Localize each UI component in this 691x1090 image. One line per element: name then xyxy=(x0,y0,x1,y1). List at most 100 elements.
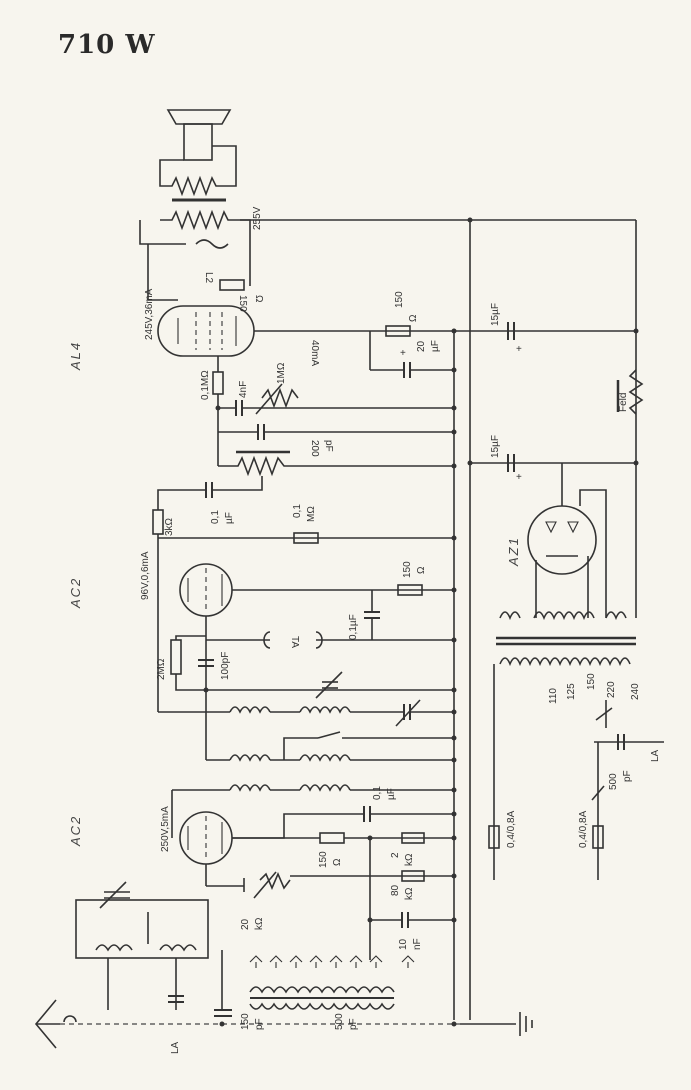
label-plus-20: + xyxy=(400,348,406,359)
tube-az1-icon xyxy=(527,463,607,618)
label-150-cath: 150 xyxy=(237,295,248,312)
label-80: 80 xyxy=(390,884,401,896)
resistor-150-top xyxy=(385,325,411,337)
label-01m: 0,1MΩ xyxy=(200,370,211,400)
power-transformer xyxy=(496,556,636,667)
coil-200 xyxy=(218,455,454,477)
label-01a: 0,1 xyxy=(210,510,221,524)
tube-ac2-mid-icon xyxy=(179,563,233,617)
choke-l2 xyxy=(147,239,229,301)
label-150-top: 150 xyxy=(394,291,405,308)
pot-20k xyxy=(259,871,291,891)
tube-ac2-low-icon xyxy=(179,811,233,865)
label-1m: 1MΩ xyxy=(276,362,287,384)
tube-label-ac2-mid: AC2 xyxy=(68,577,83,609)
label-kohm-b: kΩ xyxy=(404,887,415,900)
coil-l3b xyxy=(299,784,351,792)
label-pf-d: pF xyxy=(348,1018,359,1030)
label-96v: 96V,0,6mA xyxy=(140,551,151,600)
tap-110: 110 xyxy=(548,688,559,704)
label-pf: pF xyxy=(323,440,334,452)
label-150: 150 xyxy=(240,1013,251,1030)
label-01b: 0,1µF xyxy=(348,614,359,640)
label-pf-b: pF xyxy=(622,770,633,782)
label-ohm-a: Ω xyxy=(408,314,419,322)
label-kohm-c: kΩ xyxy=(254,917,265,930)
label-2m: 2MΩ xyxy=(156,658,167,680)
tube-al4-icon xyxy=(157,305,255,357)
label-10: 10 xyxy=(398,938,409,950)
label-150-low: 150 xyxy=(318,851,329,868)
label-ohm-d: Ω xyxy=(332,858,343,866)
label-255v: 255V xyxy=(252,206,263,230)
resistor-3k xyxy=(152,509,164,535)
label-2k: 2 xyxy=(390,852,401,858)
label-15uf-top: 15µF xyxy=(490,303,501,326)
resistor-01m xyxy=(212,371,224,395)
resistor-01m-b xyxy=(293,532,319,544)
label-01c: 0,1 xyxy=(372,786,383,800)
label-uf-20: µF xyxy=(430,340,441,352)
resistor-2m xyxy=(170,639,182,675)
label-250v: 250V,5mA xyxy=(160,806,171,852)
label-245v: 245V,36mA xyxy=(144,288,155,340)
switch-contacts xyxy=(249,955,415,968)
label-4nf: 4nF xyxy=(238,381,249,398)
input-section xyxy=(75,881,209,1010)
tube-label-ac2-low: AC2 xyxy=(68,815,83,847)
capacitor-15uf-top xyxy=(507,322,515,340)
resistor-80k xyxy=(401,870,425,882)
label-500b: 500 xyxy=(334,1013,345,1030)
label-3k: 3kΩ xyxy=(164,517,175,536)
tap-220: 220 xyxy=(606,681,617,698)
antenna-icon xyxy=(34,999,77,1049)
coil-l2a xyxy=(229,754,271,762)
ground-icon xyxy=(519,1012,533,1036)
tube-label-az1: AZ1 xyxy=(506,536,521,567)
tube-label-al4: AL4 xyxy=(68,341,83,371)
label-15uf-mid: 15µF xyxy=(490,435,501,458)
label-l2: L2 xyxy=(203,272,214,284)
label-01m-b: 0,1 xyxy=(292,504,303,518)
label-nf: nF xyxy=(412,938,423,950)
speaker-coil xyxy=(159,145,237,202)
label-fuse-left: 0,4/0,8A xyxy=(506,810,517,848)
coil-l3a xyxy=(229,784,271,792)
label-fuse-right: 0,4/0,8A xyxy=(578,810,589,848)
label-la-r: LA xyxy=(650,749,661,762)
label-la-l: LA xyxy=(170,1041,181,1054)
capacitor-20uf xyxy=(369,331,454,378)
diagram-title: 710 W xyxy=(58,30,156,60)
label-100pf: 100pF xyxy=(220,652,231,680)
label-uf-a: µF xyxy=(224,512,235,524)
loudspeaker-icon xyxy=(166,109,232,161)
fuse-left xyxy=(488,825,500,849)
label-plus-mid: + xyxy=(516,472,522,483)
resistor-150-mid xyxy=(397,584,423,596)
screen-resistor xyxy=(219,279,245,291)
resistor-150-low xyxy=(319,832,345,844)
label-ohm-c: Ω xyxy=(416,566,427,574)
band-switch-coils xyxy=(249,986,395,1010)
coil-l1b xyxy=(299,706,351,714)
resistor-2k xyxy=(401,832,425,844)
label-ohm-b: Ω xyxy=(253,295,264,303)
junction-dots xyxy=(203,217,639,1027)
label-500: 500 xyxy=(608,773,619,790)
field-coil xyxy=(628,369,644,415)
pot-1m xyxy=(261,387,299,409)
coil-l2b xyxy=(299,754,351,762)
coil-l1a xyxy=(229,706,271,714)
tap-125: 125 xyxy=(566,683,577,700)
fuse-right xyxy=(592,825,604,849)
label-20: 20 xyxy=(416,340,427,352)
ta-jack-left xyxy=(263,631,271,649)
label-plus-top: + xyxy=(516,344,522,355)
label-feld: Feld xyxy=(618,393,629,412)
output-transformer xyxy=(139,209,637,618)
label-200: 200 xyxy=(309,440,320,457)
tap-240: 240 xyxy=(630,683,641,700)
label-mohm: MΩ xyxy=(306,506,317,522)
label-ta: TA xyxy=(289,636,300,648)
